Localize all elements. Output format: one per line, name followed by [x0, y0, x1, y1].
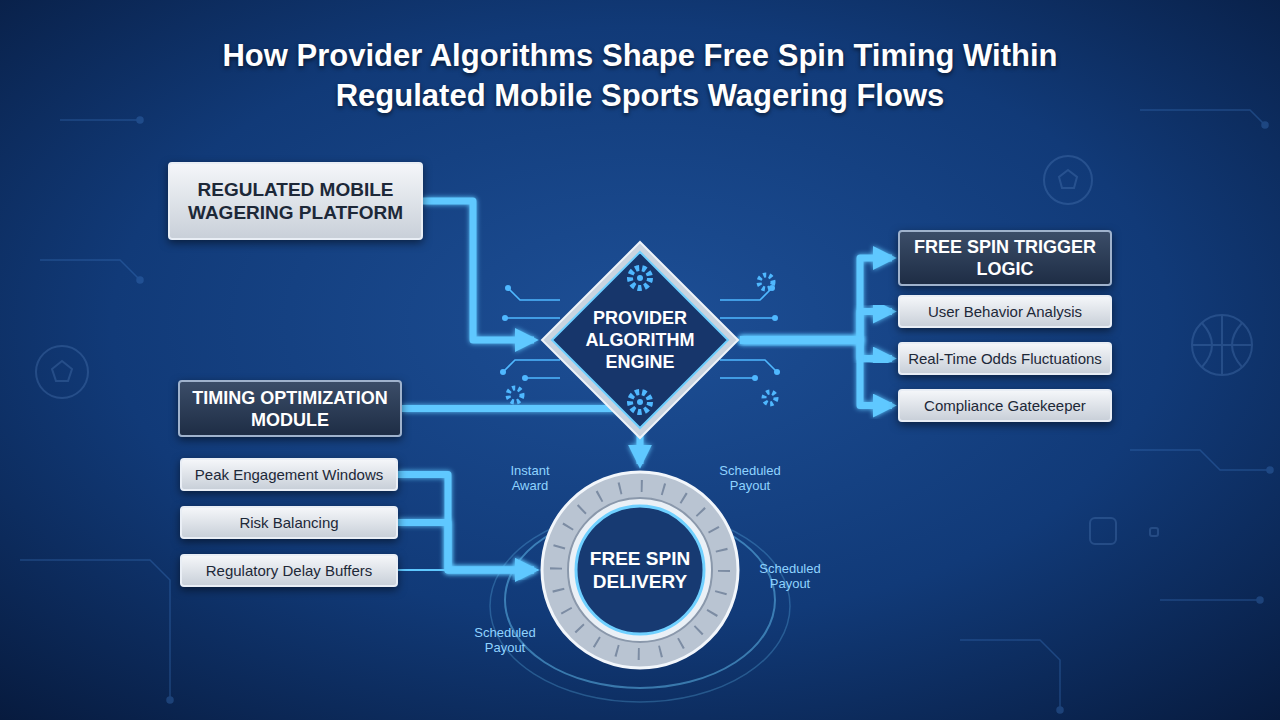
gear-icon [630, 392, 650, 412]
circuit-line [1160, 599, 1260, 601]
circuit-dot [774, 369, 780, 375]
circuit-line [1130, 450, 1270, 470]
payout-label: Scheduled Payout [754, 561, 826, 591]
circuit-line [1140, 110, 1265, 125]
circuit-dot [752, 375, 758, 381]
timing-header-box: TIMING OPTIMIZATION MODULE [178, 380, 402, 437]
gear-hub [637, 275, 643, 281]
tick-ring [556, 486, 724, 654]
circuit-line [40, 260, 140, 280]
circuit-dot [167, 697, 173, 703]
soccer-ball-patch [1059, 170, 1077, 188]
circuit-line [960, 640, 1060, 710]
node-label: Peak Engagement Windows [195, 466, 383, 484]
circuit-dot [1057, 707, 1063, 713]
node-label: Compliance Gatekeeper [924, 397, 1086, 415]
factor-box: Peak Engagement Windows [180, 458, 398, 491]
flow-arrow [398, 567, 534, 575]
chip-icon [1150, 528, 1158, 536]
circuit-dot [1262, 122, 1268, 128]
soccer-ball-icon [36, 346, 88, 398]
node-label: TIMING OPTIMIZATION MODULE [180, 387, 400, 431]
gear-hub [637, 399, 643, 405]
circuit-dot [1257, 597, 1263, 603]
outer-ring [542, 472, 738, 668]
gear-icon [508, 388, 522, 402]
circuit-dot [772, 315, 778, 321]
node-label: Real-Time Odds Fluctuations [908, 350, 1102, 368]
circuit-dot [137, 117, 143, 123]
node-label: User Behavior Analysis [928, 303, 1082, 321]
node-label: Risk Balancing [239, 514, 338, 532]
payout-label: Scheduled Payout [469, 625, 541, 655]
circuit-line [20, 560, 170, 700]
circuit-dot [522, 375, 528, 381]
platform-box: REGULATED MOBILE WAGERING PLATFORM [168, 162, 423, 240]
flow-arrow [423, 201, 534, 340]
diamond-face [552, 252, 728, 428]
gear-icon [759, 275, 773, 289]
flow-arrow [398, 523, 534, 571]
flow-arrow [402, 409, 640, 465]
flow-arrow [740, 340, 892, 406]
factor-box: Compliance Gatekeeper [898, 389, 1112, 422]
engine-diamond: PROVIDER ALGORITHM ENGINE [540, 240, 740, 440]
circle-outline [540, 470, 740, 670]
circuit-dot [137, 277, 143, 283]
flow-arrow [740, 312, 892, 341]
node-label: PROVIDER ALGORITHM ENGINE [575, 307, 705, 373]
dice-icon [1090, 518, 1116, 544]
gear-icon [630, 268, 650, 288]
factor-box: Regulatory Delay Buffers [180, 554, 398, 587]
factor-box: User Behavior Analysis [898, 295, 1112, 328]
node-label: FREE SPIN TRIGGER LOGIC [900, 236, 1110, 280]
basketball-lines [1192, 315, 1252, 375]
payout-label: Scheduled Payout [714, 463, 786, 493]
circuit-dot [500, 369, 506, 375]
flow-arrow [740, 258, 892, 340]
soccer-ball-patch [52, 361, 72, 381]
basketball-icon [1192, 315, 1252, 375]
trigger-header-box: FREE SPIN TRIGGER LOGIC [898, 230, 1112, 286]
circuit-lines [20, 110, 1273, 713]
delivery-circle: FREE SPIN DELIVERY [540, 470, 740, 670]
circuit-dot [1267, 467, 1273, 473]
inner-ring [568, 498, 712, 642]
award-label: Instant Award [494, 463, 566, 493]
node-label: REGULATED MOBILE WAGERING PLATFORM [170, 178, 421, 224]
factor-box: Real-Time Odds Fluctuations [898, 342, 1112, 375]
circuit-line [60, 119, 140, 121]
circuit-dot [502, 315, 508, 321]
diamond-frame [542, 242, 738, 438]
node-label: FREE SPIN DELIVERY [580, 547, 700, 593]
soccer-ball-icon [1044, 156, 1092, 204]
node-label: Regulatory Delay Buffers [206, 562, 372, 580]
title: How Provider Algorithms Shape Free Spin … [190, 36, 1090, 116]
center-disc [576, 506, 704, 634]
circuit-dot [505, 285, 511, 291]
factor-box: Risk Balancing [180, 506, 398, 539]
gear-icon [764, 392, 776, 404]
